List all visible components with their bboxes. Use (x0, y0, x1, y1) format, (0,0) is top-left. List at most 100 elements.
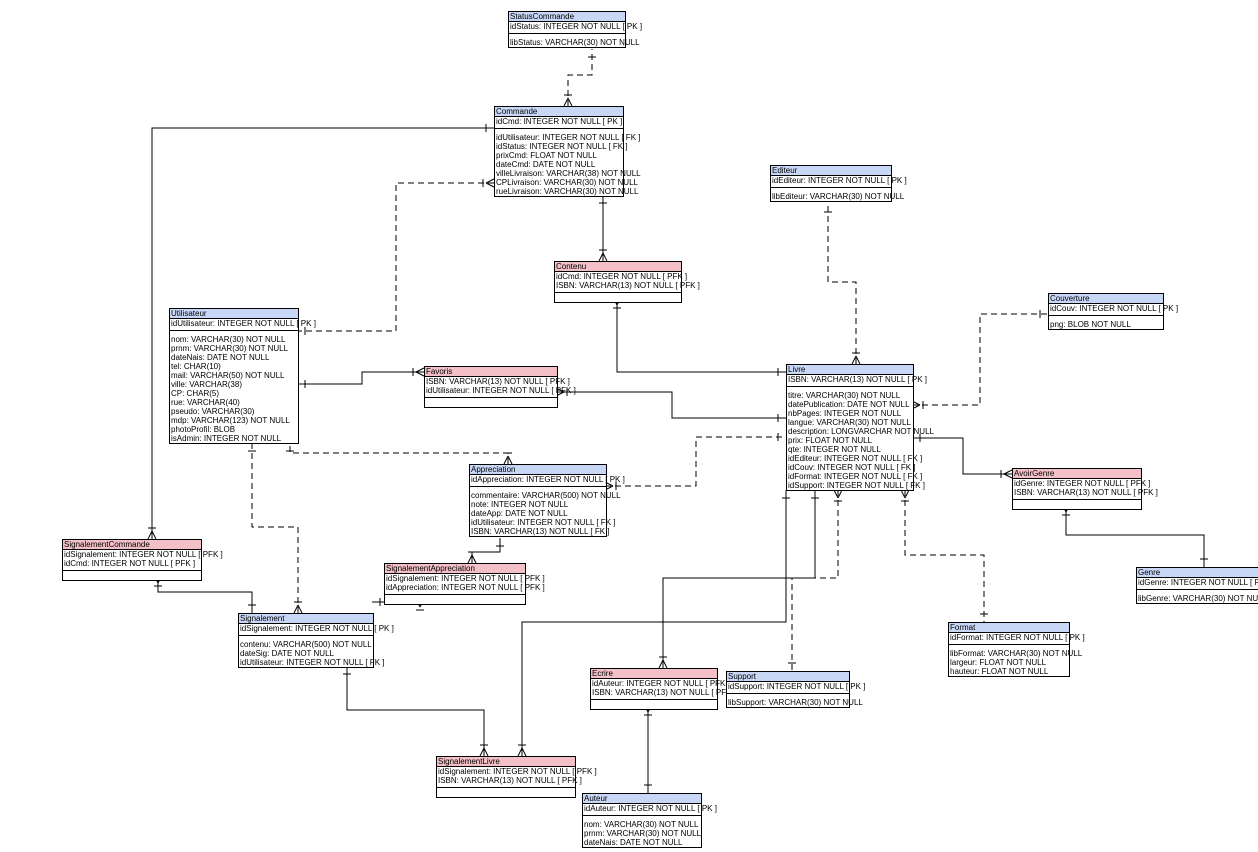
key-attribute-row: ISBN: VARCHAR(13) NOT NULL [ PK ] (788, 375, 927, 384)
relationship-signalementcommande-commande[interactable] (147, 124, 494, 540)
attribute-row: datePublication: DATE NOT NULL (788, 400, 910, 409)
attribute-section: libSupport: VARCHAR(30) NOT NULL (727, 693, 863, 707)
table-title: SignalementAppreciation (385, 564, 525, 573)
key-attribute-row: idAuteur: INTEGER NOT NULL [ PFK ] (592, 679, 730, 688)
attribute-section (591, 699, 717, 709)
relationship-commande-statuscommande[interactable] (563, 49, 596, 107)
attribute-row: libSupport: VARCHAR(30) NOT NULL (728, 698, 863, 707)
primary-key-section: idGenre: INTEGER NOT NULL [ PFK ]ISBN: V… (1013, 478, 1158, 499)
key-attribute-row: idAuteur: INTEGER NOT NULL [ PK ] (584, 804, 717, 813)
key-attribute-row: idAppreciation: INTEGER NOT NULL [ PK ] (471, 475, 625, 484)
attribute-row: commentaire: VARCHAR(500) NOT NULL (471, 491, 621, 500)
primary-key-section: idGenre: INTEGER NOT NULL [ PK ] (1137, 577, 1258, 589)
key-attribute-row: idSignalement: INTEGER NOT NULL [ PFK ] (64, 550, 223, 559)
attribute-section (385, 594, 525, 604)
relationship-signalementlivre-signalement[interactable] (343, 666, 489, 757)
attribute-row: idFormat: INTEGER NOT NULL [ FK ] (788, 472, 923, 481)
attribute-row: rueLivraison: VARCHAR(30) NOT NULL (496, 187, 639, 196)
relationship-signalementlivre-livre[interactable] (517, 490, 790, 757)
relationship-signalementappreciation-appreciation[interactable] (467, 538, 504, 564)
attribute-row: idEditeur: INTEGER NOT NULL [ FK ] (788, 454, 923, 463)
attribute-row: libStatus: VARCHAR(30) NOT NULL (510, 38, 640, 47)
relationship-commande-utilisateur[interactable] (297, 178, 495, 335)
relationship-avoirgenre-livre[interactable] (912, 434, 1013, 479)
table-title: Genre (1137, 568, 1258, 577)
attribute-row: langue: VARCHAR(30) NOT NULL (788, 418, 911, 427)
attribute-section (437, 787, 575, 797)
attribute-row: pseudo: VARCHAR(30) (171, 407, 255, 416)
key-attribute-row: ISBN: VARCHAR(13) NOT NULL [ PFK ] (592, 688, 736, 697)
key-attribute-row: idStatus: INTEGER NOT NULL [ PK ] (510, 22, 643, 31)
attribute-row: nom: VARCHAR(30) NOT NULL (171, 335, 286, 344)
relationship-contenu-commande[interactable] (598, 195, 608, 262)
relationship-ecrire-livre[interactable] (658, 490, 819, 669)
relationship-favoris-utilisateur[interactable] (297, 367, 425, 388)
table-title: Commande (495, 107, 623, 116)
relationship-livre-editeur[interactable] (824, 204, 861, 365)
attribute-row: note: INTEGER NOT NULL (471, 500, 569, 509)
attribute-row: libGenre: VARCHAR(30) NOT NULL (1138, 594, 1258, 603)
attribute-row: idUtilisateur: INTEGER NOT NULL [ FK ] (471, 518, 616, 527)
relationship-livre-couverture[interactable] (911, 310, 1048, 410)
key-attribute-row: ISBN: VARCHAR(13) NOT NULL [ PFK ] (438, 776, 582, 785)
table-title: SignalementLivre (437, 757, 575, 766)
relationship-contenu-livre[interactable] (612, 296, 786, 376)
primary-key-section: idSignalement: INTEGER NOT NULL [ PFK ]i… (385, 573, 545, 594)
key-attribute-row: idSignalement: INTEGER NOT NULL [ PFK ] (438, 767, 597, 776)
key-attribute-row: idAppreciation: INTEGER NOT NULL [ PFK ] (386, 583, 545, 592)
relationship-appreciation-utilisateur[interactable] (286, 443, 513, 465)
primary-key-section: idCmd: INTEGER NOT NULL [ PFK ]ISBN: VAR… (555, 271, 700, 292)
key-attribute-row: idUtilisateur: INTEGER NOT NULL [ PK ] (171, 319, 316, 328)
attribute-row: libFormat: VARCHAR(30) NOT NULL (950, 649, 1083, 658)
relationship-livre-format[interactable] (900, 489, 988, 622)
relationship-favoris-livre[interactable] (555, 387, 786, 422)
relationship-avoirgenre-genre[interactable] (1061, 503, 1208, 567)
primary-key-section: idAppreciation: INTEGER NOT NULL [ PK ] (470, 474, 625, 486)
primary-key-section: idAuteur: INTEGER NOT NULL [ PFK ]ISBN: … (591, 678, 736, 699)
key-attribute-row: idSignalement: INTEGER NOT NULL [ PFK ] (386, 574, 545, 583)
attribute-row: mdp: VARCHAR(123) NOT NULL (171, 416, 290, 425)
attribute-section (425, 397, 557, 407)
relationship-ecrire-auteur[interactable] (643, 703, 653, 793)
key-attribute-row: ISBN: VARCHAR(13) NOT NULL [ PFK ] (1014, 488, 1158, 497)
relationship-appreciation-livre[interactable] (604, 433, 786, 491)
primary-key-section: idCmd: INTEGER NOT NULL [ PK ] (495, 116, 623, 128)
primary-key-section: idStatus: INTEGER NOT NULL [ PK ] (509, 21, 643, 33)
attribute-row: prnm: VARCHAR(30) NOT NULL (584, 829, 702, 838)
table-title: SignalementCommande (63, 540, 201, 549)
attribute-row: prix: FLOAT NOT NULL (788, 436, 873, 445)
attribute-row: idUtilisateur: INTEGER NOT NULL [ FK ] (240, 658, 385, 667)
attribute-row: nbPages: INTEGER NOT NULL (788, 409, 902, 418)
attribute-row: hauteur: FLOAT NOT NULL (950, 667, 1049, 676)
table-title: Appreciation (470, 465, 606, 474)
relationship-signalement-utilisateur[interactable] (248, 443, 303, 614)
key-attribute-row: idGenre: INTEGER NOT NULL [ PFK ] (1014, 479, 1151, 488)
attribute-row: dateSig: DATE NOT NULL (240, 649, 334, 658)
table-title: Contenu (555, 262, 681, 271)
attribute-row: villeLivraison: VARCHAR(38) NOT NULL (496, 169, 641, 178)
attribute-section: png: BLOB NOT NULL (1049, 315, 1163, 329)
key-attribute-row: idCmd: INTEGER NOT NULL [ PFK ] (64, 559, 196, 568)
